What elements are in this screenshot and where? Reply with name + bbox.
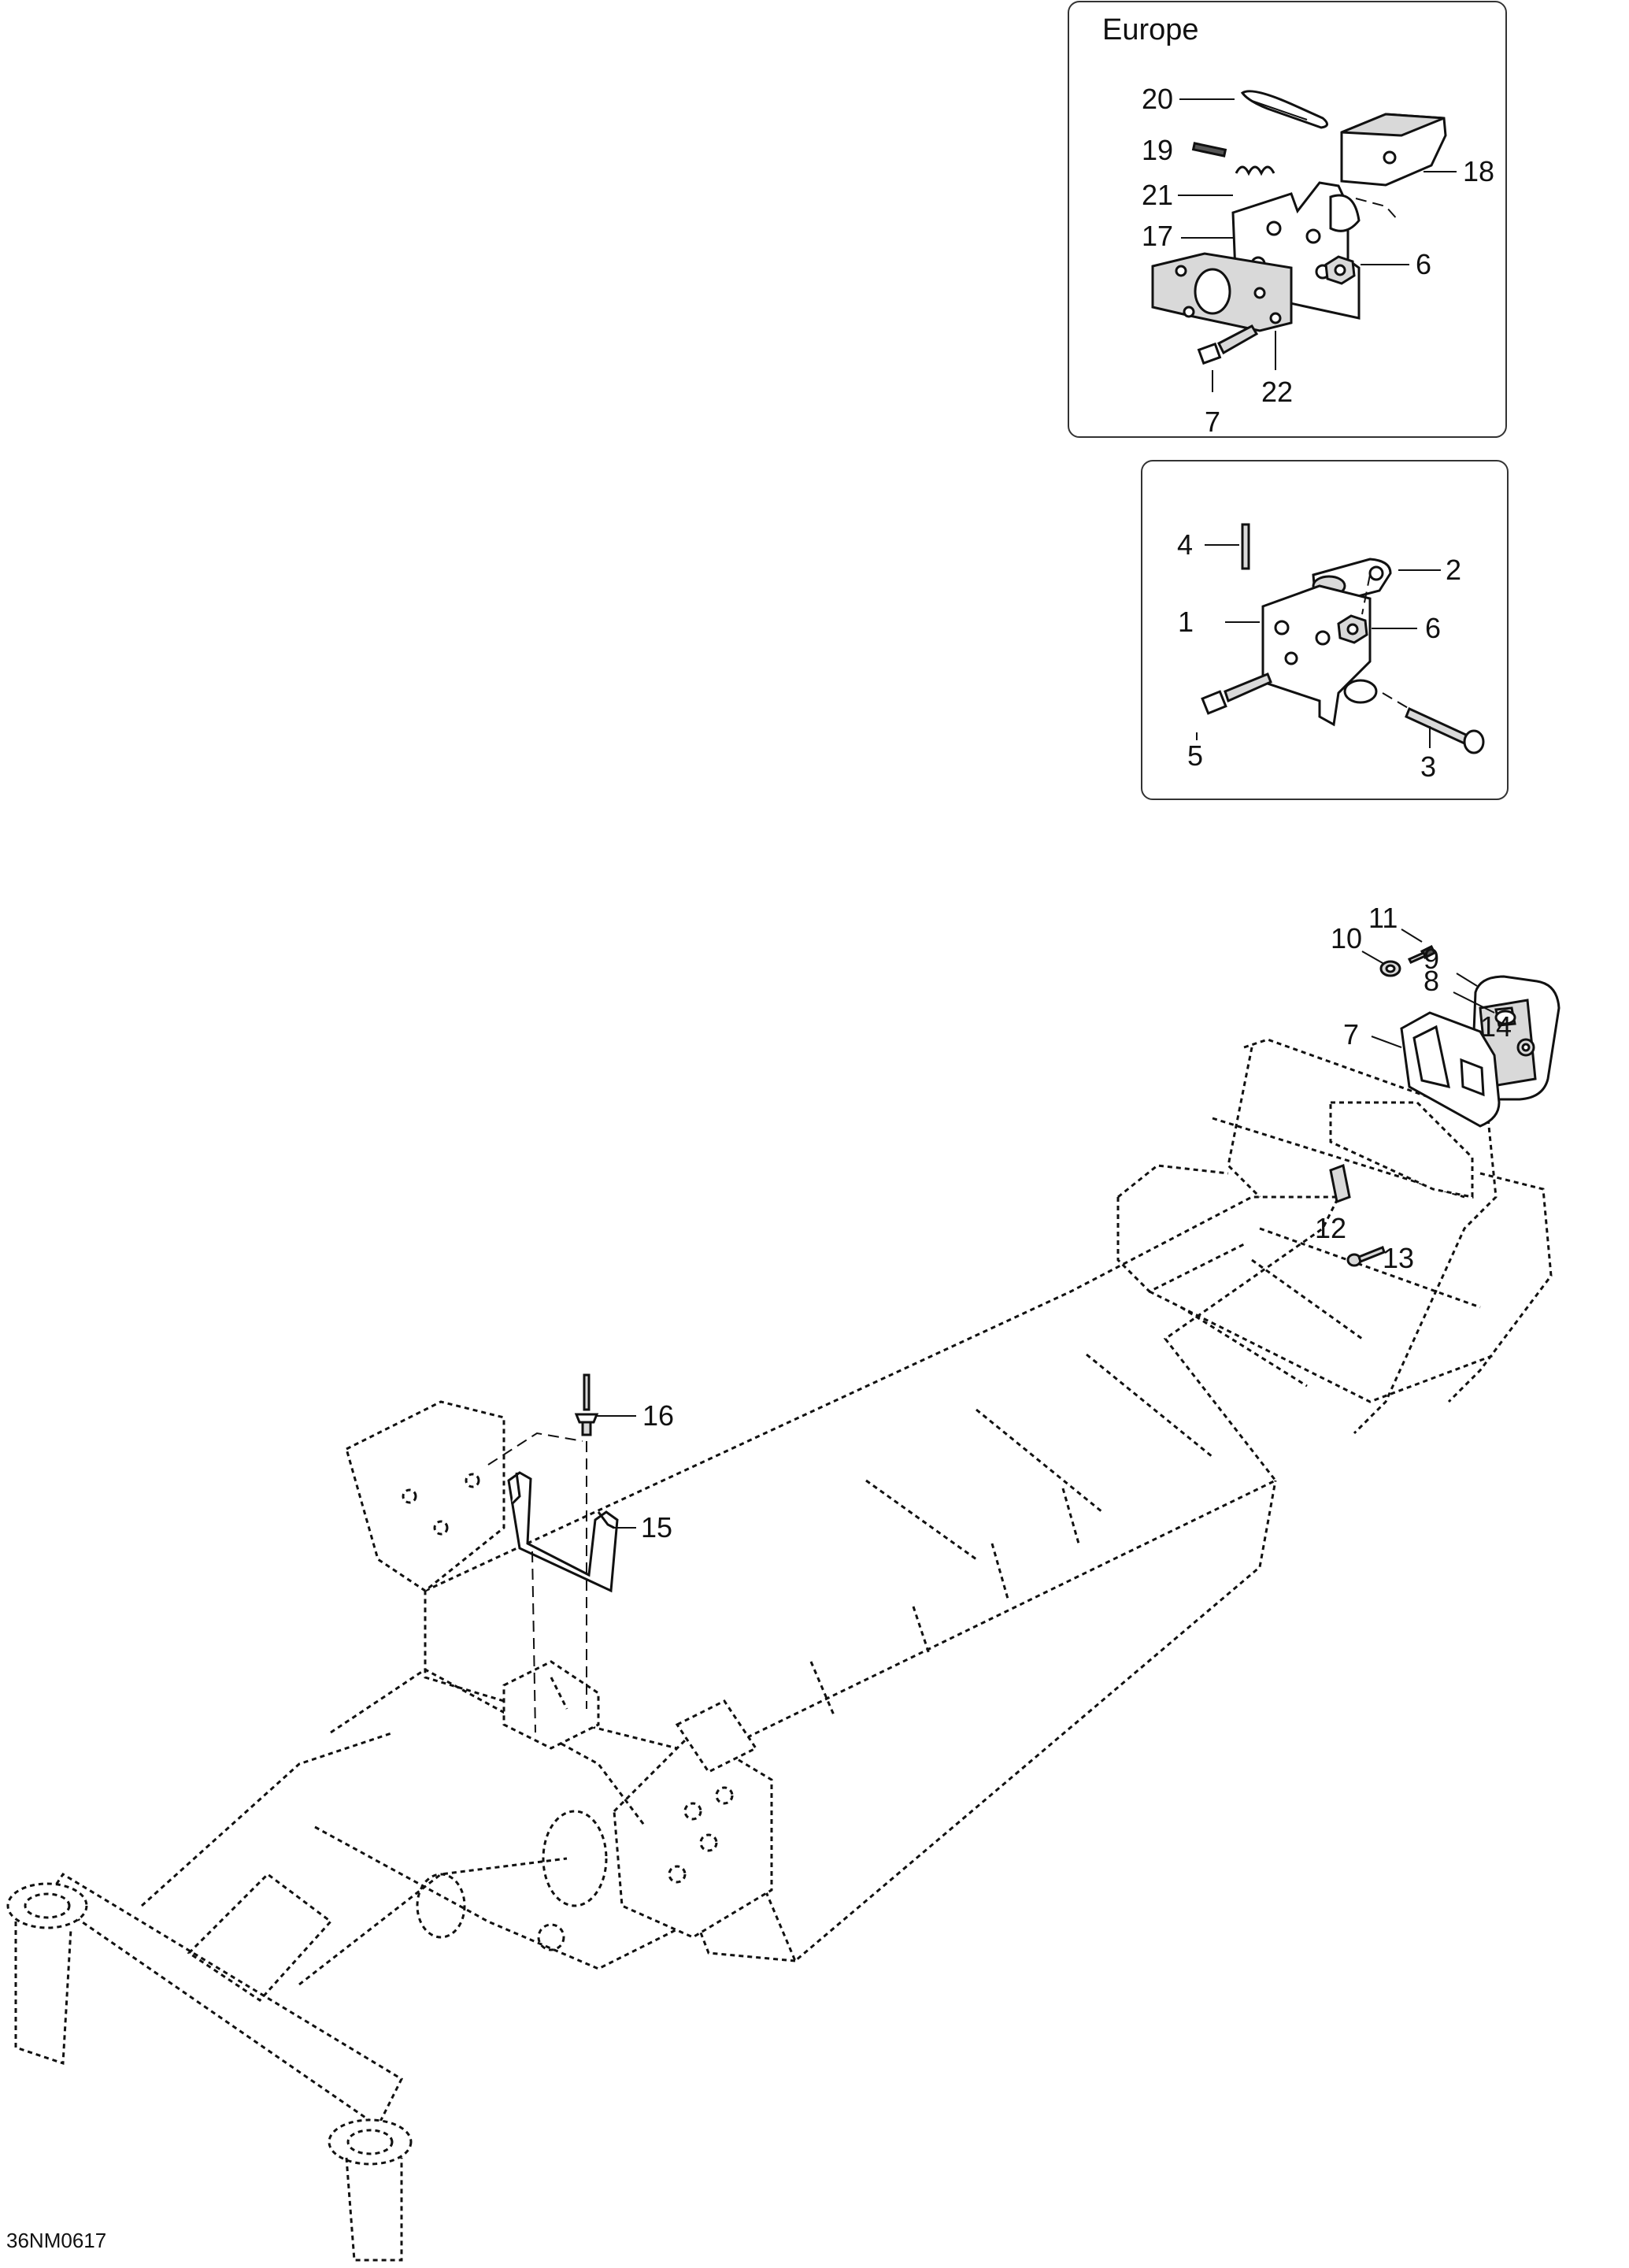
callout-3: 3 xyxy=(1420,750,1436,783)
clip-12-part xyxy=(1329,1163,1351,1204)
callout-21: 21 xyxy=(1142,179,1173,211)
callout-1: 1 xyxy=(1178,606,1194,638)
bulb-8-part xyxy=(1494,1010,1516,1025)
pin-3-part xyxy=(1405,706,1485,754)
rubber-block-part xyxy=(1340,113,1447,187)
washer-10-part xyxy=(1379,960,1401,977)
retainer-guide-line xyxy=(487,1432,583,1466)
callout-7-europe: 7 xyxy=(1205,406,1220,438)
callout-17: 17 xyxy=(1142,220,1173,252)
screw-13-part xyxy=(1346,1246,1386,1267)
callout-2: 2 xyxy=(1446,554,1461,586)
pin-4-part xyxy=(1241,523,1250,570)
callout-18: 18 xyxy=(1463,155,1494,187)
callout-10: 10 xyxy=(1331,922,1362,954)
hitch-inset-border xyxy=(1141,460,1509,800)
screw-11-part xyxy=(1407,944,1437,964)
hitch-plate-1-part xyxy=(1261,584,1378,727)
europe-inset-border xyxy=(1068,1,1507,438)
callout-4: 4 xyxy=(1177,528,1193,561)
taillight-mount-bracket xyxy=(1329,1101,1474,1199)
callout-13: 13 xyxy=(1383,1242,1414,1274)
front-suspension-posts xyxy=(6,1882,413,2262)
front-structure xyxy=(45,1400,773,2129)
callout-12: 12 xyxy=(1315,1212,1346,1244)
hitch-inset: 4 2 1 6 5 xyxy=(1141,460,1509,800)
callout-16: 16 xyxy=(642,1399,674,1432)
diagram-reference-code: 36NM0617 xyxy=(6,2229,106,2252)
chassis-frame xyxy=(6,1038,1553,2262)
callout-5: 5 xyxy=(1187,739,1203,772)
callout-6-hitch: 6 xyxy=(1425,612,1441,644)
spring-21-part xyxy=(1235,165,1275,176)
tunnel-slots xyxy=(809,1258,1363,1718)
callout-15: 15 xyxy=(641,1511,672,1544)
callout-14: 14 xyxy=(1480,1010,1512,1043)
pin-19-part xyxy=(1191,142,1227,158)
hitch-guide-line-2 xyxy=(1382,692,1410,710)
hitch-guide-line-1 xyxy=(1361,574,1371,615)
europe-inset-title: Europe xyxy=(1102,13,1199,46)
callout-11: 11 xyxy=(1368,902,1398,934)
europe-inset: Europe 20 18 19 21 xyxy=(1068,1,1507,438)
callout-8: 8 xyxy=(1424,965,1439,997)
callout-19: 19 xyxy=(1142,134,1173,166)
callout-22: 22 xyxy=(1261,376,1293,408)
callout-9: 9 xyxy=(1424,943,1439,975)
push-rivet-16-part xyxy=(574,1373,599,1436)
callout-7-frame: 7 xyxy=(1343,1018,1359,1051)
bolt-5-part xyxy=(1201,673,1272,715)
taillight-housing-7-part xyxy=(1400,1011,1501,1128)
nut-6-hitch-part xyxy=(1337,614,1368,644)
nut-14-part xyxy=(1516,1038,1535,1057)
nut-part xyxy=(1324,255,1356,285)
bolt-7-europe-part xyxy=(1197,324,1259,365)
assembly-guide-line xyxy=(1355,198,1399,221)
battery-retainer-15-part xyxy=(507,1471,619,1593)
hitch-clip-part xyxy=(1240,90,1328,129)
retainer-guide-line-2 xyxy=(531,1551,536,1733)
battery-tray xyxy=(502,1660,600,1750)
backing-plate-22-part xyxy=(1151,252,1293,332)
callout-6-europe: 6 xyxy=(1416,248,1431,280)
callout-20: 20 xyxy=(1142,83,1173,115)
